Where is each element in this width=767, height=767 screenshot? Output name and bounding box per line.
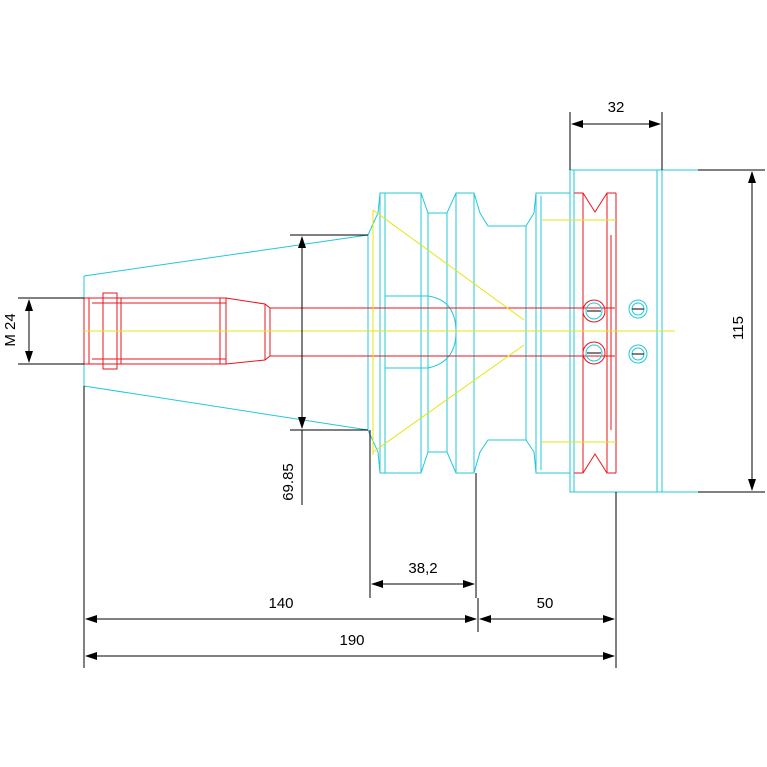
dimension-label: 115 xyxy=(730,316,747,340)
dimension-label: 190 xyxy=(339,632,364,649)
dimension-label: 69.85 xyxy=(280,463,297,501)
dimension-label: 32 xyxy=(608,99,625,116)
dimension-total-length: 190 xyxy=(85,632,615,660)
screw-icon xyxy=(582,299,606,323)
set-screws xyxy=(582,299,648,365)
bore-and-thread xyxy=(83,192,617,474)
groove-collar-outline xyxy=(367,192,570,474)
dimension-lengths: 140 50 xyxy=(83,386,617,668)
dimension-groove-position: 38,2 xyxy=(369,430,477,598)
dimension-label: 140 xyxy=(268,595,293,612)
dimension-flange-width: 32 xyxy=(569,99,663,170)
dimension-label: 50 xyxy=(537,595,554,612)
dimension-thread: M 24 xyxy=(2,297,84,365)
dimension-flange-diameter: 115 xyxy=(698,169,765,493)
screw-icon xyxy=(628,344,648,364)
dimension-label: 38,2 xyxy=(408,560,437,577)
centerlines xyxy=(84,209,675,455)
dimension-label: M 24 xyxy=(2,313,19,346)
dimension-taper-diameter: 69.85 xyxy=(280,234,368,505)
screw-icon xyxy=(582,341,606,365)
screw-icon xyxy=(628,299,648,319)
